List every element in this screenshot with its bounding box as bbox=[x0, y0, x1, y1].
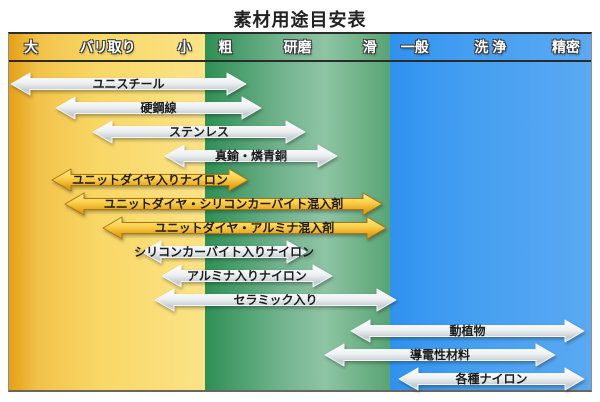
range-arrow-label: アルミナ入りナイロン bbox=[187, 269, 307, 283]
range-arrow-label: シリコンカーバイト入りナイロン bbox=[134, 245, 314, 259]
range-arrow-shape bbox=[92, 120, 306, 144]
range-arrow-shape bbox=[154, 288, 397, 312]
range-arrow: ユニットダイヤ入りナイロン bbox=[51, 168, 249, 192]
range-arrow-label: ユニスチール bbox=[92, 77, 164, 91]
range-arrow-shape bbox=[10, 72, 247, 96]
header-polishing: 粗 研磨 滑 bbox=[205, 34, 389, 60]
range-arrow-shape bbox=[141, 240, 307, 264]
range-arrow: アルミナ入りナイロン bbox=[161, 264, 333, 288]
range-arrow-shape bbox=[102, 216, 387, 240]
range-arrow-label: 導電性材料 bbox=[410, 347, 470, 362]
range-arrow-shape bbox=[64, 192, 383, 216]
header-label-large: 大 bbox=[24, 39, 38, 55]
header-label-general: 一般 bbox=[400, 39, 429, 55]
range-arrow: ユニットダイヤ・シリコンカーバイト混入剤 bbox=[64, 192, 383, 216]
range-arrow: 硬鋼線 bbox=[55, 96, 262, 120]
range-arrow-shape bbox=[324, 343, 556, 367]
range-arrow: 真鍮・燐青銅 bbox=[164, 144, 338, 168]
range-arrow: ユニスチール bbox=[10, 72, 247, 96]
header-label-small: 小 bbox=[177, 39, 192, 55]
range-arrow-label: セラミック入り bbox=[233, 293, 317, 307]
range-arrow: 動植物 bbox=[350, 319, 585, 343]
range-arrow: ステンレス bbox=[92, 120, 306, 144]
range-arrow-shape bbox=[51, 168, 249, 192]
header-cleaning: 一般 洗浄 精密 bbox=[390, 34, 591, 60]
range-arrow: ユニットダイヤ・アルミナ混入剤 bbox=[102, 216, 387, 240]
range-arrow-shape bbox=[350, 319, 585, 343]
range-arrow: 導電性材料 bbox=[324, 343, 556, 367]
range-arrow: セラミック入り bbox=[154, 288, 397, 312]
range-arrow-label: 真鍮・燐青銅 bbox=[215, 148, 287, 163]
header-label-smooth: 滑 bbox=[362, 39, 377, 55]
range-arrow-label: 硬鋼線 bbox=[140, 100, 176, 115]
arrows-layer: ユニスチール硬鋼線ステンレス真鍮・燐青銅ユニットダイヤ入りナイロンユニットダイヤ… bbox=[9, 34, 591, 391]
range-arrow-shape bbox=[161, 264, 333, 288]
range-arrow: シリコンカーバイト入りナイロン bbox=[134, 240, 314, 264]
range-arrow: 各種ナイロン bbox=[398, 367, 585, 391]
range-arrow-label: ユニットダイヤ入りナイロン bbox=[72, 172, 228, 187]
header-label-polishing: 研磨 bbox=[283, 39, 312, 55]
range-arrow-label: ステンレス bbox=[169, 125, 229, 139]
header-label-deburring: バリ取り bbox=[79, 39, 136, 55]
header-separator bbox=[9, 60, 591, 62]
chart-area: 大 バリ取り 小 粗 研磨 滑 一般 洗浄 精密 ユニスチール硬鋼線ステンレス真… bbox=[8, 32, 592, 392]
range-arrow-shape bbox=[398, 367, 585, 391]
range-arrow-label: ユニットダイヤ・シリコンカーバイト混入剤 bbox=[104, 196, 344, 211]
header-deburring: 大 バリ取り 小 bbox=[9, 34, 205, 60]
range-arrow-shape bbox=[164, 144, 338, 168]
header-label-precision: 精密 bbox=[552, 39, 580, 55]
zone-deburring bbox=[9, 34, 206, 390]
page-title: 素材用途目安表 bbox=[233, 10, 367, 30]
range-arrow-shape bbox=[55, 96, 262, 120]
header-label-cleaning: 洗浄 bbox=[474, 39, 511, 55]
range-arrow-label: 動植物 bbox=[449, 323, 485, 338]
header-label-coarse: 粗 bbox=[218, 39, 233, 55]
header-row: 大 バリ取り 小 粗 研磨 滑 一般 洗浄 精密 bbox=[9, 34, 591, 60]
range-arrow-label: ユニットダイヤ・アルミナ混入剤 bbox=[155, 220, 335, 235]
range-arrow-label: 各種ナイロン bbox=[454, 371, 527, 386]
